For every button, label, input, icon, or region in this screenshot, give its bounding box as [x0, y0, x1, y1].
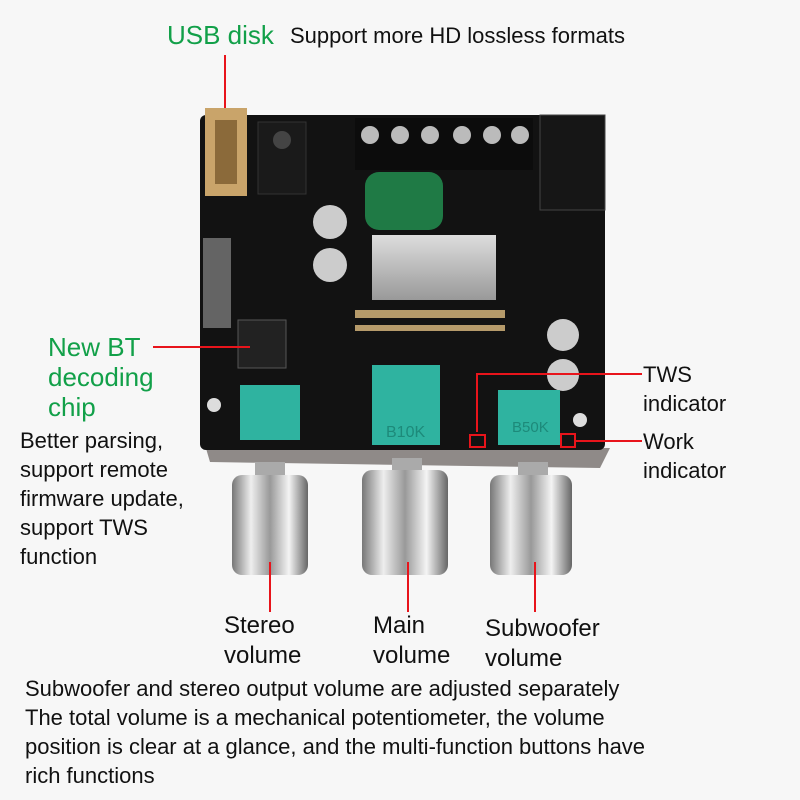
bt-antenna: [203, 238, 231, 328]
tws-callout-line: [476, 373, 642, 432]
dc-jack: [539, 114, 606, 211]
potentiometer: [498, 390, 560, 445]
bt-decoding-chip: [237, 319, 287, 369]
usb-description: Support more HD lossless formats: [290, 23, 625, 48]
potentiometer: [372, 365, 440, 445]
knob-subwoofer: [490, 462, 572, 575]
pot-label: B50K: [512, 419, 549, 436]
speaker-terminal-block: [355, 118, 533, 170]
knob-main: [362, 458, 448, 575]
work-led-highlight: [560, 433, 576, 448]
knob-stereo: [232, 462, 308, 575]
heatsink: [372, 235, 496, 300]
tws-led-highlight: [469, 434, 486, 448]
metal-base-plate: [205, 445, 610, 468]
capacitor: [547, 319, 579, 351]
footer-description: Subwoofer and stereo output volume are a…: [25, 676, 646, 788]
pot-label: B10K: [386, 424, 425, 441]
capacitor: [313, 205, 347, 239]
capacitor-green: [365, 172, 443, 230]
capacitor: [313, 248, 347, 282]
potentiometer: [240, 385, 300, 440]
usb-title: USB disk: [167, 20, 274, 50]
